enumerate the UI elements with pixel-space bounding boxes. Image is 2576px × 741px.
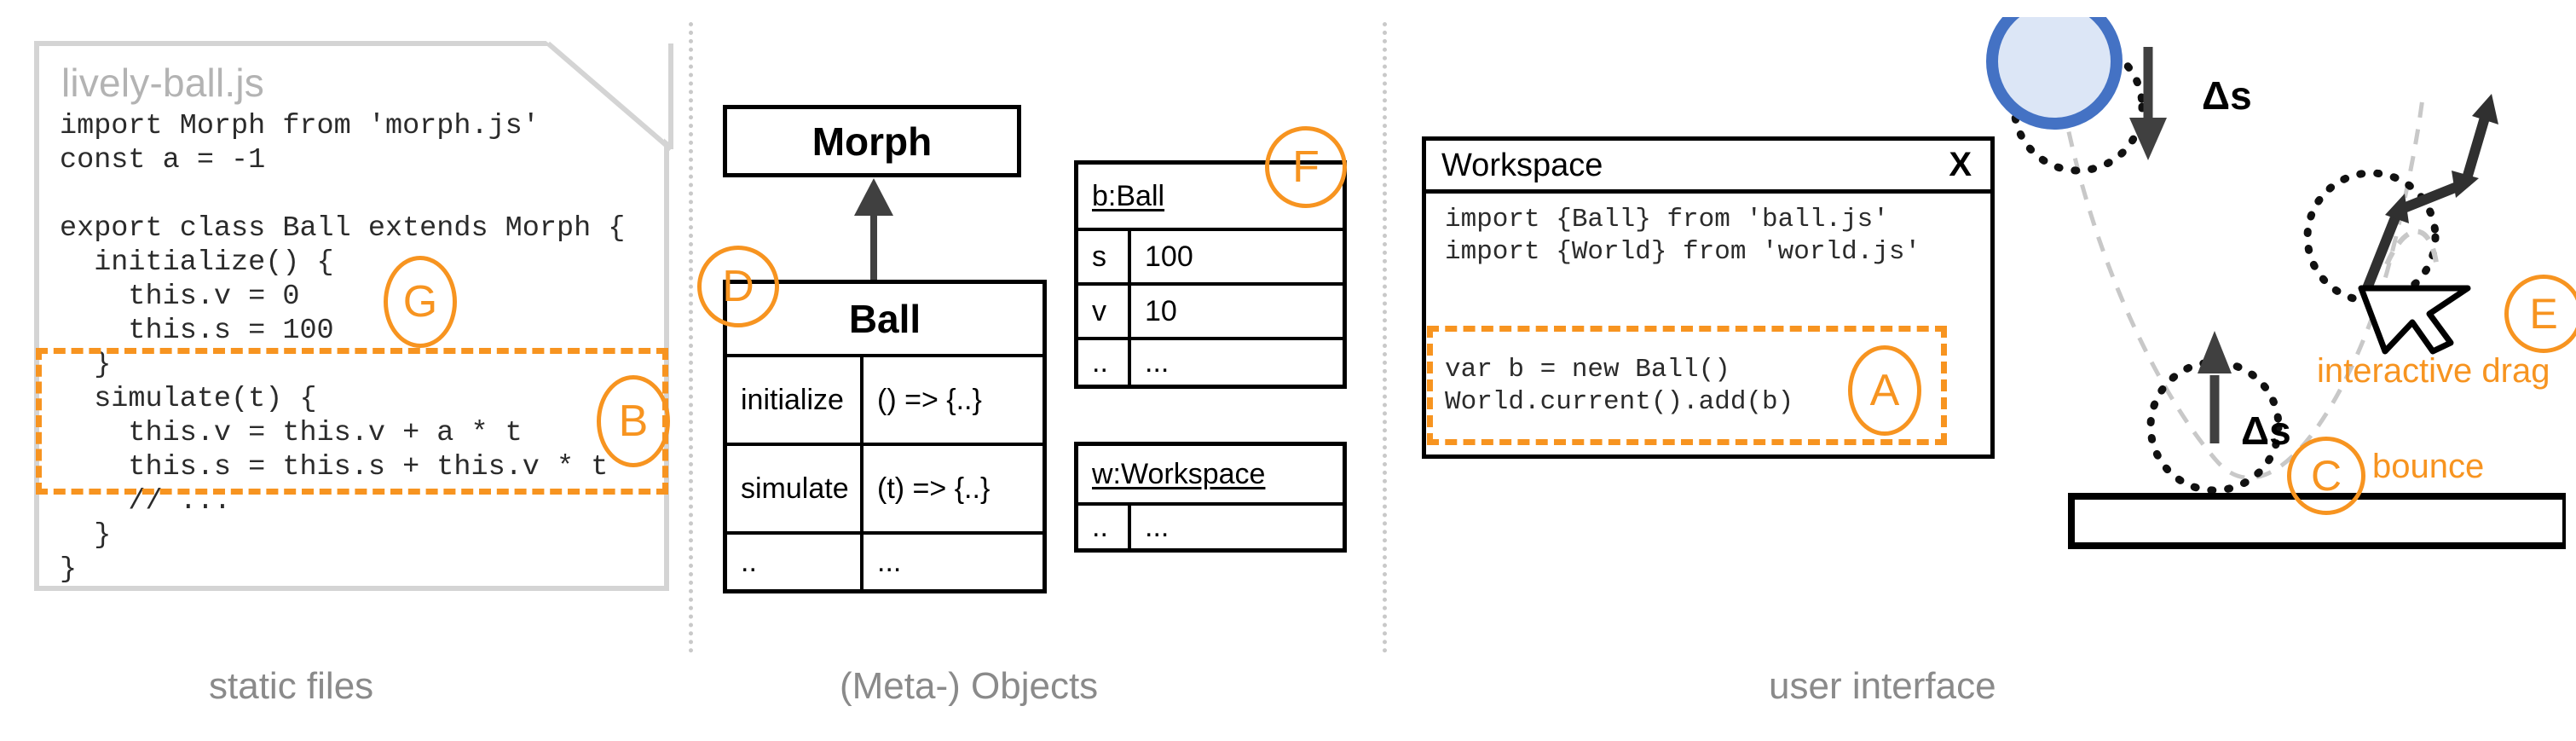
uml-object-ball-title-text: b:Ball xyxy=(1092,179,1165,212)
page-fold-icon xyxy=(546,41,673,152)
uml-cell-name: s xyxy=(1078,231,1131,282)
badge-f[interactable]: F xyxy=(1265,126,1347,208)
workspace-code-imports[interactable]: import {Ball} from 'ball.js' import {Wor… xyxy=(1445,205,1921,267)
badge-c[interactable]: C xyxy=(2287,437,2365,515)
badge-g[interactable]: G xyxy=(384,256,457,348)
label-bounce: bounce xyxy=(2372,448,2485,485)
static-file-sheet: lively-ball.js import Morph from 'morph.… xyxy=(34,41,673,591)
uml-object-ball-title: b:Ball xyxy=(1078,165,1343,228)
badge-e[interactable]: E xyxy=(2504,275,2576,353)
uml-cell-name: simulate xyxy=(727,446,863,531)
uml-cell-value: 10 xyxy=(1145,294,1177,327)
uml-class-morph-title: Morph xyxy=(811,119,933,164)
uml-cell-value: () => {..} xyxy=(877,383,982,416)
divider-2 xyxy=(1383,22,1387,653)
scene-svg xyxy=(1986,0,2569,549)
uml-cell-value: ... xyxy=(1145,345,1170,379)
uml-cell-value: 100 xyxy=(1145,240,1193,273)
table-row[interactable]: simulate (t) => {..} xyxy=(727,443,1043,531)
file-code-bottom: } } xyxy=(60,519,112,586)
table-row[interactable]: .. ... xyxy=(1078,502,1343,548)
table-row[interactable]: .. ... xyxy=(727,531,1043,589)
caption-static-files: static files xyxy=(209,665,374,707)
uml-class-ball-title: Ball xyxy=(848,297,921,341)
uml-cell-name: .. xyxy=(1078,506,1131,548)
uml-object-workspace-instance[interactable]: w:Workspace .. ... xyxy=(1074,442,1347,553)
table-row[interactable]: v 10 xyxy=(1078,282,1343,337)
inheritance-arrow-icon xyxy=(844,175,904,281)
highlight-box-simulate xyxy=(36,348,668,495)
file-code-top: import Morph from 'morph.js' const a = -… xyxy=(60,110,626,381)
table-row[interactable]: .. ... xyxy=(1078,337,1343,385)
badge-b[interactable]: B xyxy=(597,375,670,467)
uml-class-ball[interactable]: Ball initialize () => {..} simulate (t) … xyxy=(723,280,1047,593)
delta-s-label-top: Δs xyxy=(2202,73,2252,118)
uml-class-morph[interactable]: Morph xyxy=(723,105,1021,177)
table-row[interactable]: initialize () => {..} xyxy=(727,354,1043,443)
delta-s-label-bottom: Δs xyxy=(2241,408,2291,453)
caption-user-interface: user interface xyxy=(1769,665,1996,707)
highlight-box-workspace-code xyxy=(1427,326,1947,445)
ball-simulation-scene xyxy=(1986,0,2569,597)
close-icon[interactable]: X xyxy=(1949,146,1972,183)
uml-object-workspace-title-text: w:Workspace xyxy=(1092,457,1266,490)
workspace-titlebar[interactable]: Workspace X xyxy=(1426,141,1990,194)
uml-cell-name: .. xyxy=(1078,340,1131,385)
uml-object-workspace-title: w:Workspace xyxy=(1078,446,1343,502)
uml-cell-name: initialize xyxy=(727,357,863,443)
table-row[interactable]: s 100 xyxy=(1078,228,1343,282)
uml-cell-value: ... xyxy=(1145,510,1170,543)
sheet-body xyxy=(34,41,669,591)
workspace-title-label: Workspace xyxy=(1441,148,1603,183)
label-interactive-drag: interactive drag xyxy=(2317,352,2550,390)
file-name-label: lively-ball.js xyxy=(61,61,264,105)
uml-cell-name: .. xyxy=(727,535,863,589)
uml-cell-value: (t) => {..} xyxy=(877,472,991,505)
file-code-highlight: simulate(t) { this.v = this.v + a * t th… xyxy=(94,383,609,518)
divider-1 xyxy=(689,22,693,653)
caption-meta-objects: (Meta-) Objects xyxy=(840,665,1099,707)
badge-d[interactable]: D xyxy=(697,246,779,327)
uml-cell-value: ... xyxy=(877,545,902,578)
workspace-code-highlight[interactable]: var b = new Ball() World.current().add(b… xyxy=(1445,355,1794,417)
uml-cell-name: v xyxy=(1078,286,1131,337)
badge-a[interactable]: A xyxy=(1848,345,1921,436)
